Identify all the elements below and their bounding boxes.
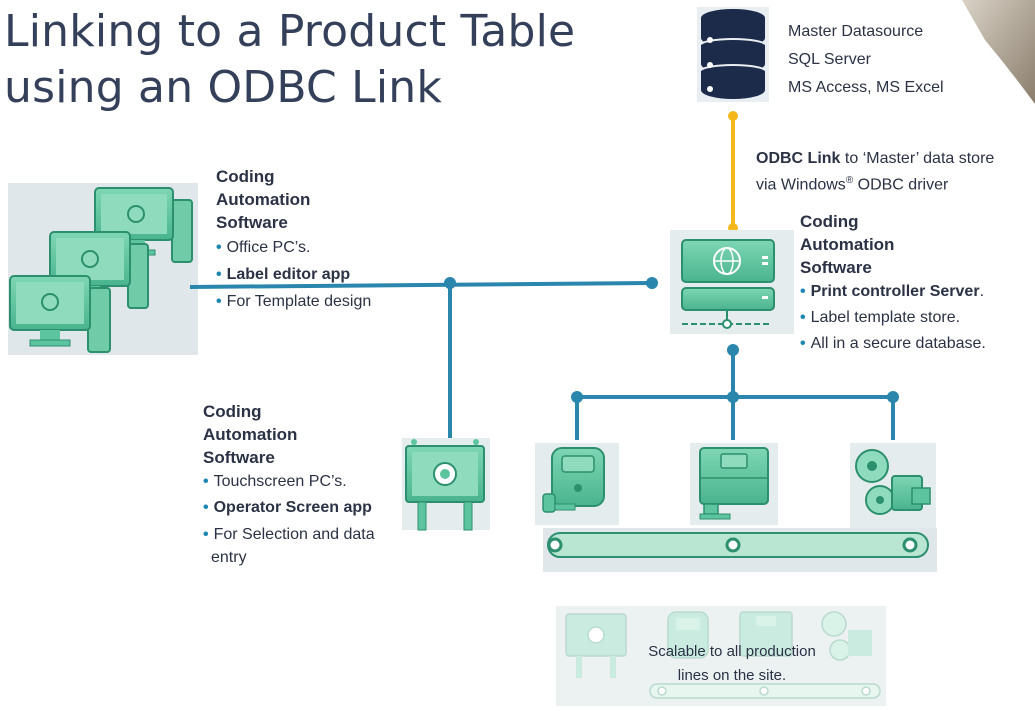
list-item: •Office PC’s. [216,239,311,256]
scalable-caption: Scalable to all production lines on the … [600,640,864,688]
touchscreen-icon [402,438,490,531]
datasource-line: Master Datasource [788,23,924,40]
odbc-link-line2a: via Windows [756,176,846,194]
title-line-1: Linking to a Product Table [4,6,576,57]
odbc-link-line2b: ODBC driver [853,176,949,194]
block-heading: Coding [800,212,859,231]
block-heading: Coding [216,167,275,186]
list-item: •Print controller Server. [800,283,985,300]
office-pc-stack [8,183,198,355]
conveyor-icon [543,528,937,572]
odbc-link-rest: to ‘Master’ data store [840,150,995,167]
list-item: •Label editor app [216,266,351,283]
odbc-link-bold: ODBC Link [756,150,841,167]
odbc-link-label: ODBC Link to ‘Master’ data store via Win… [756,148,994,196]
scalable-line-2: lines on the site. [677,667,787,684]
block-heading: Automation [203,425,298,444]
coder-icon [690,443,778,525]
slide-title: Linking to a Product Table using an ODBC… [4,4,575,116]
block-heading: Coding [203,402,262,421]
datasource-label: Master Datasource SQL Server MS Access, … [788,18,944,102]
list-item: •All in a secure database. [800,335,986,352]
block-heading: Automation [216,190,311,209]
network-nodes [444,277,899,403]
datasource-line: SQL Server [788,51,871,68]
block-heading: Software [800,258,872,277]
block-heading: Automation [800,235,895,254]
server-software-block: Coding Automation Software •Print contro… [800,210,986,357]
faded-production-line [556,606,886,706]
list-item: •For Selection and data [203,526,375,543]
list-item: entry [211,549,247,566]
monitor-icon [94,187,193,263]
labeller-icon [850,443,936,529]
title-line-2: using an ODBC Link [4,62,443,113]
datasource-line: MS Access, MS Excel [788,79,944,96]
list-item: •Touchscreen PC’s. [203,473,347,490]
corner-photo [962,0,1035,104]
monitor-icon [9,275,111,353]
operator-software-block: Coding Automation Software •Touchscreen … [203,400,375,569]
printer-icon [535,443,619,525]
list-item: •Operator Screen app [203,499,372,516]
block-heading: Software [203,448,275,467]
list-item: •Label template store. [800,309,961,326]
scalable-line-1: Scalable to all production [648,643,816,660]
odbc-link-line [728,111,738,233]
server-icon [670,230,794,334]
registered-mark: ® [845,175,854,186]
office-software-block: Coding Automation Software •Office PC’s.… [216,165,371,315]
block-heading: Software [216,213,288,232]
database-icon [697,7,769,102]
list-item: •For Template design [216,293,372,310]
